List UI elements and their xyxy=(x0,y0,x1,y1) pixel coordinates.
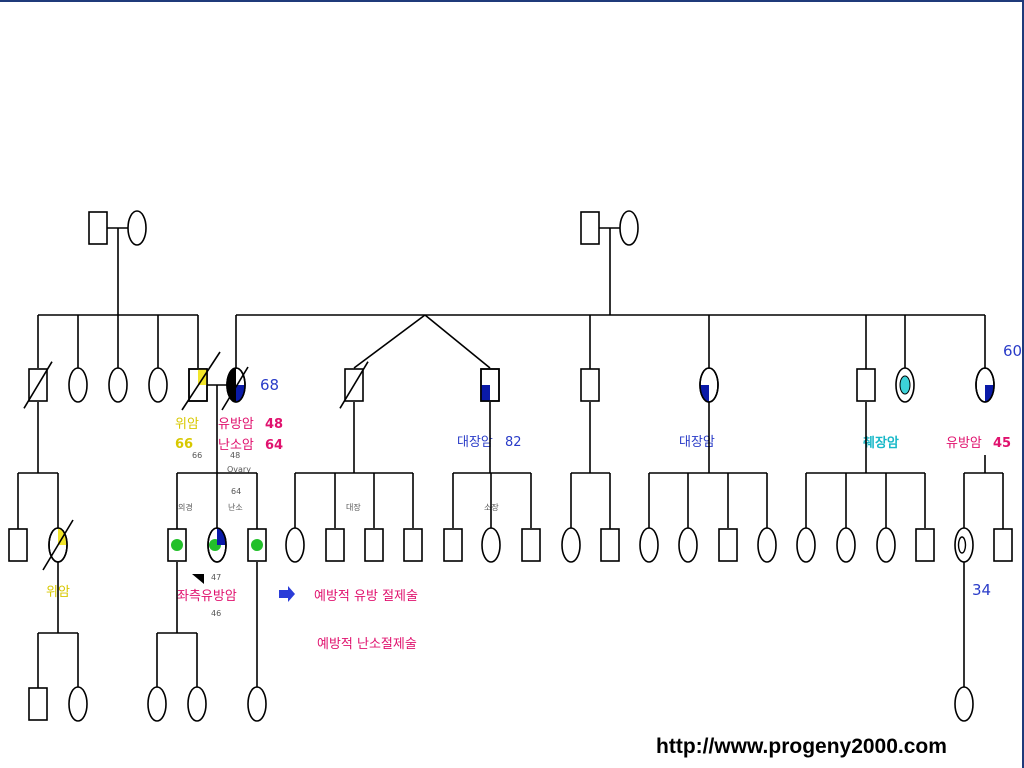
gen3-male xyxy=(403,528,423,562)
gen3-male-1 xyxy=(8,528,28,562)
gen3-male xyxy=(443,528,463,562)
blue-quadrant xyxy=(481,385,490,401)
tiny-note: Ovary xyxy=(227,465,251,474)
label-stomach-cancer: 위암 xyxy=(175,417,199,432)
label-breast-cancer-45: 유방암 xyxy=(946,436,982,451)
gen4-male xyxy=(28,687,48,721)
gen3-female xyxy=(639,527,659,563)
tiny-note: 64 xyxy=(231,487,241,496)
green-dot xyxy=(171,539,183,551)
outline xyxy=(207,527,227,563)
gen3-female xyxy=(481,527,501,563)
gen3-female-carrier xyxy=(954,527,974,563)
gen3-female xyxy=(757,527,777,563)
age-label-60: 60 xyxy=(1003,342,1022,360)
gen4-female xyxy=(247,686,267,722)
gen3-female xyxy=(796,527,816,563)
right-frame-line xyxy=(1022,0,1024,768)
label-left-breast-cancer: 좌측유방암 xyxy=(177,589,237,604)
cyan-inner-fill xyxy=(899,375,911,395)
tiny-note: 48 xyxy=(230,451,240,460)
gen2-male-plain xyxy=(580,368,600,402)
age-label-68: 68 xyxy=(260,376,279,394)
top-frame-line xyxy=(0,0,1024,2)
tiny-note: 난소 xyxy=(228,503,243,512)
gen4-female xyxy=(187,686,207,722)
tiny-note: 의경 xyxy=(178,502,193,512)
deceased-mark xyxy=(23,361,53,409)
deceased-mark xyxy=(221,366,249,411)
label-colon-cancer-age: 82 xyxy=(505,435,522,450)
gen3-female xyxy=(678,527,698,563)
label-prophylactic-oophorectomy: 예방적 난소절제술 xyxy=(317,637,417,652)
label-ovarian-cancer-age: 64 xyxy=(265,438,283,453)
twin-line xyxy=(353,314,426,369)
outline xyxy=(480,368,500,402)
gen1-right-grandfather xyxy=(580,211,600,245)
label-ovarian-cancer: 난소암 xyxy=(218,438,254,453)
gen3-female xyxy=(561,527,581,563)
gen2-male-pancreatic-branch xyxy=(856,368,876,402)
green-dot xyxy=(251,539,263,551)
tiny-note: 대장 xyxy=(346,502,361,512)
twin-line xyxy=(424,314,491,369)
gen2-female-1 xyxy=(68,367,88,403)
gen2-female-3 xyxy=(148,367,168,403)
gen4-female xyxy=(68,686,88,722)
gen3-male xyxy=(600,528,620,562)
gen3-male xyxy=(325,528,345,562)
right-arrow-icon xyxy=(279,586,295,602)
gen3-male xyxy=(993,528,1013,562)
label-breast-cancer: 유방암 xyxy=(218,417,254,432)
deceased-mark xyxy=(181,351,221,411)
label-stomach-cancer-age: 66 xyxy=(175,437,193,452)
tiny-note: 46 xyxy=(211,609,221,618)
gen3-male xyxy=(521,528,541,562)
website-url[interactable]: http://www.progeny2000.com xyxy=(656,735,947,758)
age-label-34: 34 xyxy=(972,581,991,599)
label-colon-cancer-2: 대장암 xyxy=(679,435,715,450)
gen3-male xyxy=(718,528,738,562)
blue-quadrant xyxy=(700,385,709,402)
gen2-female-2 xyxy=(108,367,128,403)
blue-quadrant xyxy=(217,528,226,545)
gen3-female xyxy=(876,527,896,563)
label-breast-cancer-age: 48 xyxy=(265,417,283,432)
gen3-male xyxy=(915,528,935,562)
proband-arrow xyxy=(192,574,204,584)
gen1-right-grandmother xyxy=(619,210,639,246)
gen1-left-grandfather xyxy=(88,211,108,245)
label-prophylactic-mastectomy: 예방적 유방 절제술 xyxy=(314,589,418,604)
outline xyxy=(975,367,995,403)
deceased-mark xyxy=(339,361,369,409)
tiny-note: 66 xyxy=(192,451,202,460)
black-half-fill xyxy=(227,368,236,402)
label-breast-cancer-45-age: 45 xyxy=(993,436,1011,451)
gen3-female xyxy=(836,527,856,563)
carrier-inner-mark xyxy=(957,536,967,554)
gen4-female xyxy=(954,686,974,722)
blue-quadrant xyxy=(985,385,994,402)
gen3-male xyxy=(364,528,384,562)
yellow-quadrant xyxy=(198,369,207,385)
label-colon-cancer: 대장암 xyxy=(457,435,493,450)
label-pancreatic-cancer: 췌장암 xyxy=(863,435,899,451)
blue-quadrant xyxy=(236,385,245,402)
gen4-female xyxy=(147,686,167,722)
deceased-mark xyxy=(42,519,74,571)
gen3-female xyxy=(285,527,305,563)
gen1-left-grandmother xyxy=(127,210,147,246)
tiny-note: 47 xyxy=(211,573,221,582)
